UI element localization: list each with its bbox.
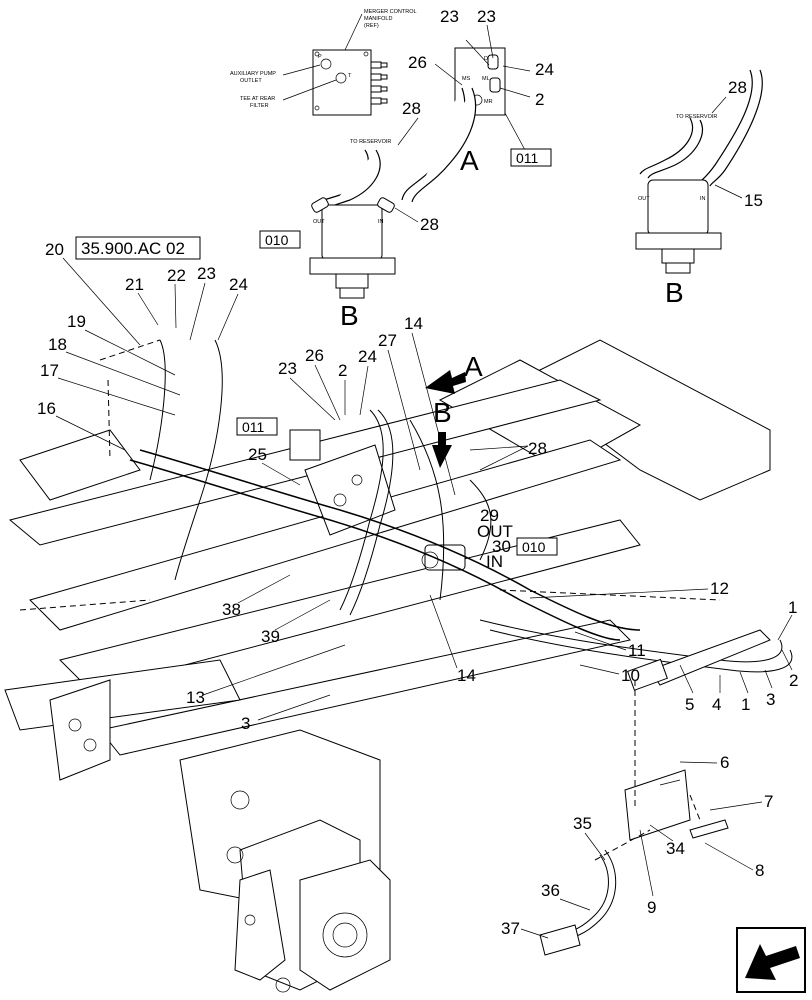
- valve-port-mr: MR: [484, 99, 493, 105]
- callout-36: 36: [541, 881, 560, 900]
- manifold-title-line-1: MERGER CONTROL: [364, 9, 417, 15]
- view-b-right-letter: B: [665, 277, 684, 308]
- callout-26-valve: 26: [408, 53, 427, 72]
- valve-port-ml: ML: [482, 76, 490, 82]
- callout-13: 13: [186, 688, 205, 707]
- view-a-motor: OUT IN TO RESERVOIR A: [309, 87, 479, 299]
- callout-1-bottom: 1: [741, 695, 750, 714]
- callout-22: 22: [167, 266, 186, 285]
- view-b-left-letter: B: [340, 300, 359, 331]
- callout-21: 21: [125, 275, 144, 294]
- callout-2-valve: 2: [535, 90, 544, 109]
- main-arrow-a-letter: A: [464, 351, 483, 382]
- view-b-right: OUT IN TO RESERVOIR 28 15 B: [635, 69, 763, 308]
- manifold-port-p: P: [318, 54, 322, 60]
- callout-10: 10: [621, 666, 640, 685]
- callout-24-mid: 24: [358, 347, 377, 366]
- view-a-in-label: IN: [378, 219, 384, 225]
- view-b-right-out-label: OUT: [638, 196, 650, 202]
- callout-30: 30: [492, 537, 511, 556]
- callout-26-mid: 26: [305, 346, 324, 365]
- callout-24-valve: 24: [535, 60, 554, 79]
- callout-29: 29: [480, 506, 499, 525]
- callout-6: 6: [720, 753, 729, 772]
- view-a-letter: A: [460, 145, 479, 176]
- callout-17: 17: [40, 361, 59, 380]
- callout-28-right: 28: [728, 78, 747, 97]
- aux-pump-label-1: AUXILIARY PUMP: [230, 71, 276, 77]
- callout-15-right: 15: [744, 191, 763, 210]
- view-b-left-ref-box: 010: [265, 232, 289, 248]
- callout-19: 19: [67, 312, 86, 331]
- callout-28-main: 28: [528, 439, 547, 458]
- callout-1-top: 1: [788, 598, 797, 617]
- valve-port-d: D: [484, 56, 488, 62]
- valve-port-ms: MS: [462, 76, 471, 82]
- main-ref-box-010: 010: [522, 539, 546, 555]
- view-b-left: 010 B: [259, 230, 359, 331]
- main-ref-box-011: 011: [242, 419, 265, 435]
- inset-valve-block: D MS ML MR 011 23 23 24 26 2 28 28: [394, 7, 554, 234]
- callout-5: 5: [685, 695, 694, 714]
- callout-16: 16: [37, 399, 56, 418]
- valve-ref-box: 011: [516, 150, 539, 166]
- callout-25: 25: [248, 445, 267, 464]
- callout-3-right: 3: [766, 690, 775, 709]
- tee-filter-label-2: FILTER: [250, 103, 269, 109]
- callout-18: 18: [48, 335, 67, 354]
- callout-12: 12: [710, 579, 729, 598]
- manifold-title-line-2: MANIFOLD: [364, 16, 392, 22]
- view-a-reservoir-label: TO RESERVOIR: [350, 139, 391, 145]
- ref-section-box: 35.900.AC 02: [75, 236, 201, 260]
- callout-14-bottom: 14: [457, 666, 476, 685]
- view-b-right-reservoir-label: TO RESERVOIR: [676, 114, 717, 120]
- view-b-right-in-label: IN: [700, 196, 706, 202]
- main-ref-boxes: 011 010 A B OUT IN: [236, 351, 558, 571]
- main-out-label: OUT: [477, 522, 513, 541]
- aux-pump-label-2: OUTLET: [240, 78, 262, 84]
- callout-37: 37: [501, 919, 520, 938]
- ref-section-label: 35.900.AC 02: [81, 239, 185, 258]
- callout-28-valve-b: 28: [420, 215, 439, 234]
- callout-4: 4: [712, 695, 721, 714]
- main-in-label: IN: [486, 552, 503, 571]
- callout-2-mid: 2: [338, 361, 347, 380]
- callout-14-top: 14: [404, 314, 423, 333]
- callout-23-b: 23: [477, 7, 496, 26]
- manifold-title-line-3: (REF): [364, 23, 379, 29]
- callout-20: 20: [45, 240, 64, 259]
- view-a-out-label: OUT: [313, 219, 325, 225]
- callout-7: 7: [764, 792, 773, 811]
- inset-merger-manifold: MERGER CONTROL MANIFOLD (REF) P T AUXILI…: [230, 9, 417, 116]
- tee-filter-label-1: TEE AT REAR: [240, 96, 275, 102]
- callout-23-mid: 23: [278, 359, 297, 378]
- callout-38: 38: [222, 600, 241, 619]
- exit-arrow-icon[interactable]: [736, 927, 806, 993]
- main-callouts: 20 21 22 23 24 19 18 17 16 23 26 2 24 27…: [37, 240, 798, 939]
- manifold-port-t: T: [348, 73, 352, 79]
- callout-35: 35: [573, 814, 592, 833]
- callout-11: 11: [628, 641, 646, 660]
- main-chassis: [4, 339, 793, 993]
- callout-39: 39: [261, 627, 280, 646]
- callout-3-main: 3: [241, 714, 250, 733]
- callout-23-main: 23: [197, 264, 216, 283]
- callout-8: 8: [755, 861, 764, 880]
- callout-2-right: 2: [789, 671, 798, 690]
- callout-24-main: 24: [229, 275, 248, 294]
- callout-23-a: 23: [440, 7, 459, 26]
- main-arrow-b-letter: B: [433, 397, 452, 428]
- callout-9: 9: [647, 898, 656, 917]
- callout-34: 34: [666, 839, 685, 858]
- callout-28-valve-a: 28: [402, 99, 421, 118]
- callout-27: 27: [378, 331, 397, 350]
